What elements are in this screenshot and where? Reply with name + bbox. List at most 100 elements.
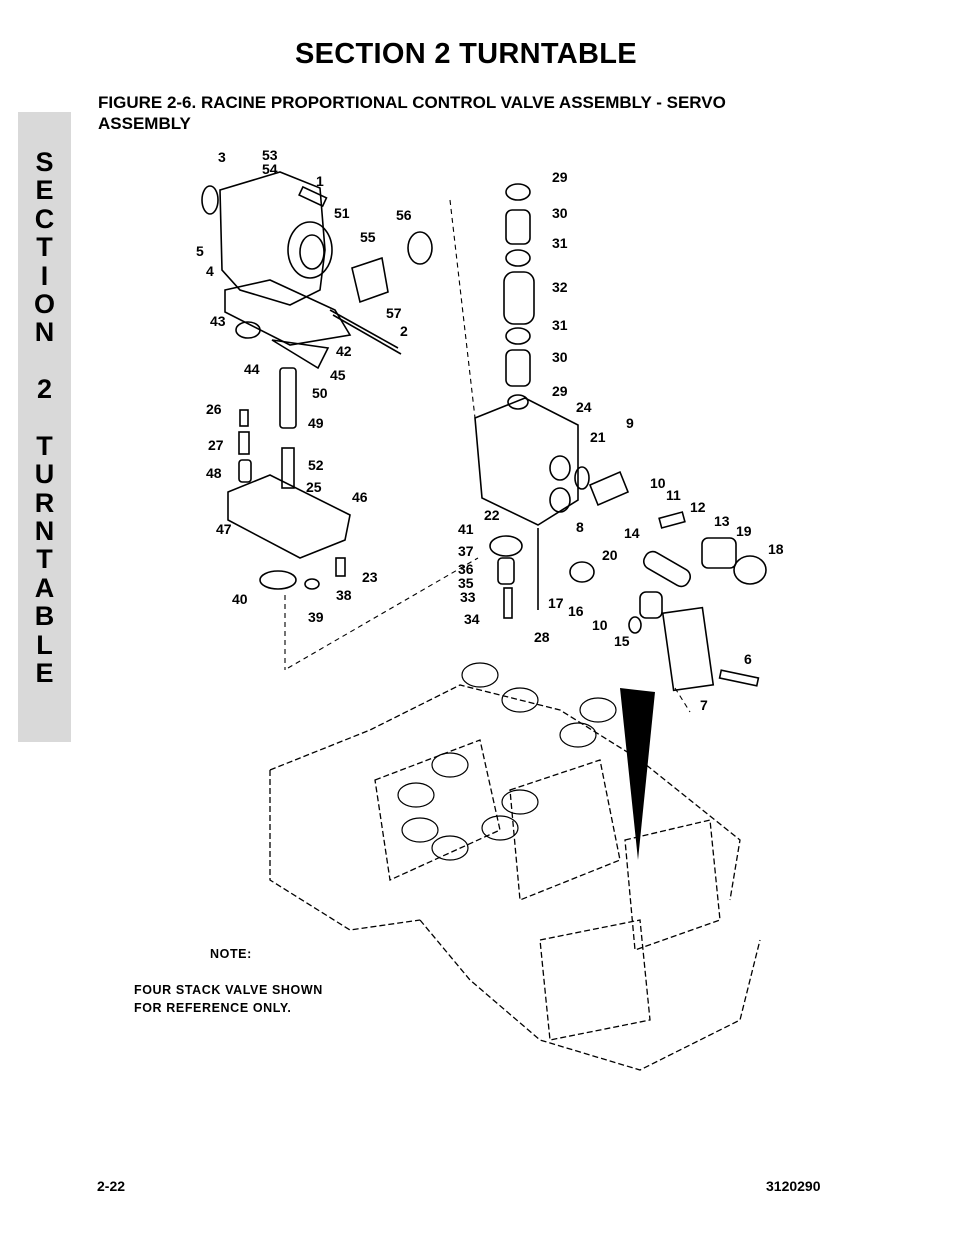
callout-label: 27 xyxy=(208,437,224,453)
housing-base-plate xyxy=(224,279,352,346)
callout-label: 39 xyxy=(308,609,324,625)
cap-18 xyxy=(733,555,767,585)
stack-port xyxy=(397,782,435,808)
stem-52 xyxy=(281,447,295,489)
stack-outline-bottom xyxy=(419,919,761,1071)
callout-label: 40 xyxy=(232,591,248,607)
callout-label: 31 xyxy=(552,317,568,333)
leader-right xyxy=(674,687,691,713)
callout-label: 15 xyxy=(614,633,630,649)
end-plate-7 xyxy=(661,606,715,692)
cap-29-bottom xyxy=(507,394,529,410)
pin-11 xyxy=(658,511,686,529)
callout-label: 35 xyxy=(458,575,474,591)
callout-label: 43 xyxy=(210,313,226,329)
stack-port xyxy=(461,662,499,688)
screw-23 xyxy=(335,557,346,577)
pin-26 xyxy=(239,409,249,427)
side-letter: T xyxy=(36,430,53,461)
callout-label: 48 xyxy=(206,465,222,481)
piston-32 xyxy=(503,271,535,325)
servo-housing xyxy=(219,171,326,306)
stack-port xyxy=(431,835,469,861)
side-letter: A xyxy=(34,572,55,603)
body-port-2 xyxy=(549,487,571,513)
section-title: SECTION 2 TURNTABLE xyxy=(295,38,637,70)
cover-plate-46 xyxy=(227,474,351,559)
callout-label: 38 xyxy=(336,587,352,603)
screw-34 xyxy=(503,587,513,619)
callout-label: 54 xyxy=(262,161,278,177)
callout-label: 5 xyxy=(196,243,204,259)
callout-label: 22 xyxy=(484,507,500,523)
stack-outline-left xyxy=(269,770,421,931)
section-side-tab: S E C T I O N 2 T U R N T A B L E xyxy=(18,112,71,742)
body-port-1 xyxy=(549,455,571,481)
callout-label: 29 xyxy=(552,383,568,399)
callout-label: 29 xyxy=(552,169,568,185)
side-letter: E xyxy=(35,658,54,689)
side-letter: T xyxy=(36,232,53,263)
callout-label: 25 xyxy=(306,479,322,495)
callout-label: 26 xyxy=(206,401,222,417)
callout-label: 37 xyxy=(458,543,474,559)
callout-label: 3 xyxy=(218,149,226,165)
valve-body-24 xyxy=(474,397,579,526)
o-ring-10 xyxy=(628,616,642,634)
exploded-parts-drawing: 3 53 54 1 51 56 55 5 4 57 43 2 42 44 45 … xyxy=(120,140,820,1100)
o-ring-56 xyxy=(407,231,433,265)
plug-15 xyxy=(639,591,663,619)
sleeve-13 xyxy=(701,537,737,569)
side-letter: N xyxy=(34,317,55,348)
figure-caption: FIGURE 2-6. RACINE PROPORTIONAL CONTROL … xyxy=(98,93,726,133)
side-tab-letters: S E C T I O N 2 T U R N T A B L E xyxy=(18,148,71,689)
callout-label: 32 xyxy=(552,279,568,295)
callout-label: 14 xyxy=(624,525,640,541)
callout-label: 45 xyxy=(330,367,346,383)
housing-bore-inner xyxy=(299,234,325,270)
callout-label: 47 xyxy=(216,521,232,537)
callout-label: 49 xyxy=(308,415,324,431)
stack-section-1 xyxy=(374,739,501,881)
spring-33 xyxy=(497,557,515,585)
callout-label: 6 xyxy=(744,651,752,667)
stack-ports xyxy=(397,662,617,861)
callout-label: 16 xyxy=(568,603,584,619)
callout-label: 44 xyxy=(244,361,260,377)
side-letter: I xyxy=(40,260,49,291)
fitting-8 xyxy=(588,470,630,507)
parts-diagram-svg: 3 53 54 1 51 56 55 5 4 57 43 2 42 44 45 … xyxy=(134,147,784,1071)
callout-label: 33 xyxy=(460,589,476,605)
side-letter: U xyxy=(34,459,55,490)
stack-port xyxy=(481,815,519,841)
bolt-2 xyxy=(329,309,399,349)
callout-label: 55 xyxy=(360,229,376,245)
reference-note: NOTE: FOUR STACK VALVE SHOWN FOR REFEREN… xyxy=(134,947,323,1015)
o-ring-21 xyxy=(574,466,590,490)
callout-label: 4 xyxy=(206,263,214,279)
callout-label: 51 xyxy=(334,205,350,221)
spring-27 xyxy=(238,431,250,455)
callout-label: 20 xyxy=(602,547,618,563)
rod-14 xyxy=(642,550,692,588)
cap-29-top xyxy=(505,183,531,201)
part-outlines xyxy=(201,171,767,692)
bolt-2-shank xyxy=(332,314,402,355)
spring-30-top xyxy=(505,209,531,245)
side-letter: E xyxy=(35,175,54,206)
callout-label: 9 xyxy=(626,415,634,431)
reference-lines xyxy=(284,199,691,713)
callout-label: 34 xyxy=(464,611,480,627)
side-letter: O xyxy=(33,288,55,319)
reference-arrow xyxy=(620,688,655,860)
note-label: NOTE: xyxy=(210,947,252,961)
callout-label: 13 xyxy=(714,513,730,529)
callout-label: 53 xyxy=(262,147,278,163)
side-letter: N xyxy=(34,516,55,547)
o-ring-3 xyxy=(201,185,219,215)
stack-section-4 xyxy=(539,919,651,1041)
note-line: FOUR STACK VALVE SHOWN xyxy=(134,983,323,997)
spring-30-bottom xyxy=(505,349,531,387)
spool-50 xyxy=(279,367,297,429)
stack-outline-top xyxy=(269,684,741,901)
